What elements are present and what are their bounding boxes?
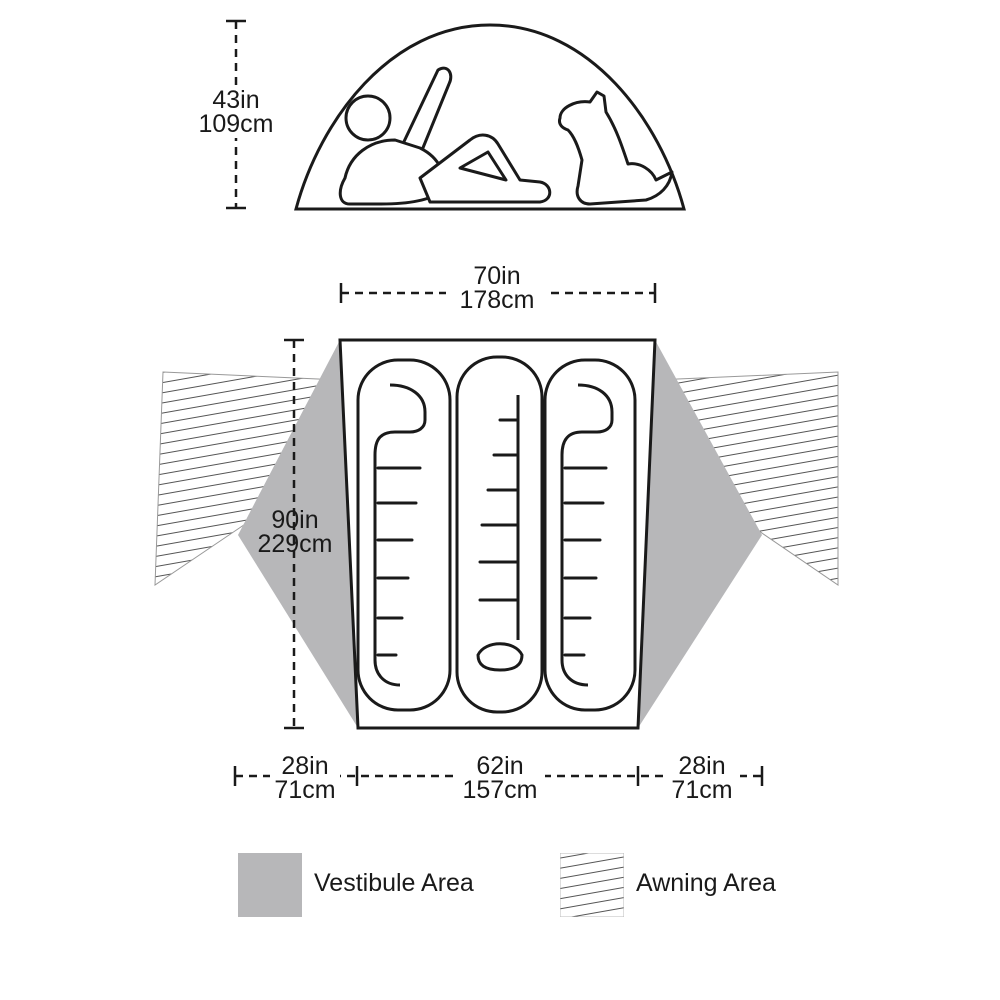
floor-end-width-label: 62in 157cm [450,752,550,804]
sleeping-bag-center [455,355,544,714]
person-icon [338,66,552,206]
right-vestibule-cm: 71cm [671,776,733,804]
bottom-dimensions [233,750,764,805]
sleeping-bag-right [543,358,637,712]
length-label: 90in 229cm [250,506,340,558]
peak-height-cm: 109cm [198,110,274,138]
length-dimension [284,338,304,730]
vestibule-swatch [238,853,302,917]
awning-legend-label: Awning Area [636,869,776,897]
dog-icon [558,90,674,206]
width-cm: 178cm [459,286,535,314]
tent-side-profile [196,19,686,211]
awning-swatch [560,853,624,917]
width-dimension [339,260,657,316]
length-cm: 229cm [257,530,333,558]
right-vestibule-depth-label: 28in 71cm [662,752,742,804]
left-vestibule-in: 28in [281,752,329,780]
peak-height-label: 43in 109cm [194,86,278,138]
right-vestibule-in: 28in [678,752,726,780]
width-label: 70in 178cm [445,262,549,314]
left-vestibule-depth-label: 28in 71cm [265,752,345,804]
length-in: 90in [271,506,319,534]
vestibule-legend-label: Vestibule Area [314,869,474,897]
floor-end-cm: 157cm [462,776,538,804]
width-in: 70in [473,262,521,290]
left-vestibule-area [238,340,358,728]
left-vestibule-cm: 71cm [274,776,336,804]
right-vestibule-area [638,340,762,728]
floor-end-in: 62in [476,752,524,780]
sleeping-bag-left [356,358,452,712]
peak-height-in: 43in [212,86,260,114]
